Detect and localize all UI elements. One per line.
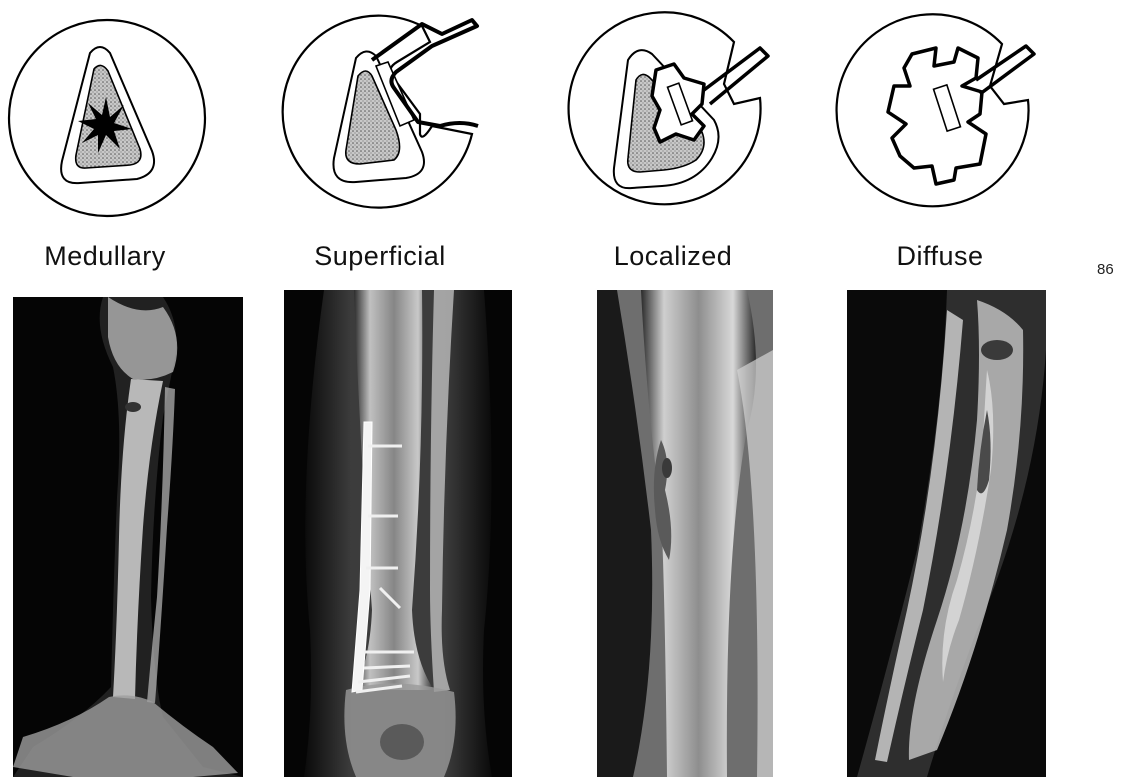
diffuse-diagram [830,8,1050,228]
page-number: 86 [1097,261,1114,278]
xray-medullary [13,297,243,777]
classification-label-localized: Localized [573,241,773,272]
classification-label-medullary: Medullary [5,241,205,272]
xray-superficial [284,290,512,777]
classification-label-superficial: Superficial [280,241,480,272]
localized-diagram [564,8,784,228]
superficial-diagram [272,2,492,222]
classification-label-diffuse: Diffuse [840,241,1040,272]
xray-localized [597,290,773,777]
xray-diffuse [847,290,1046,777]
medullary-diagram [2,13,212,223]
